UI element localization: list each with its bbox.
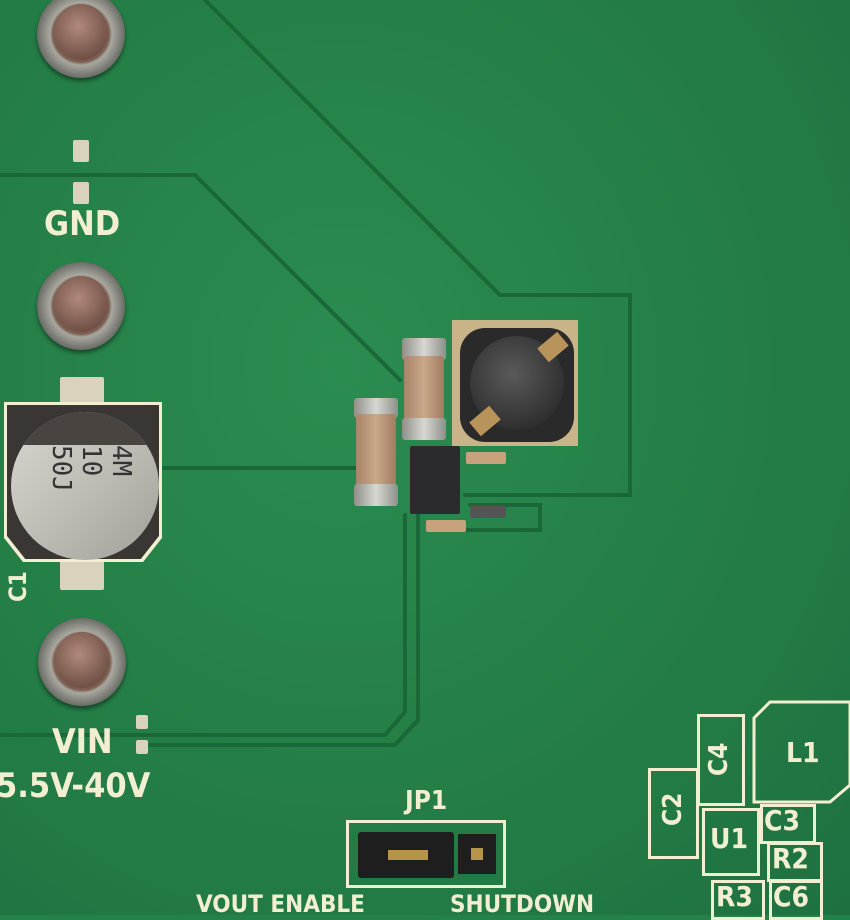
shutdown-label: SHUTDOWN: [450, 890, 595, 918]
r3-label: R3: [716, 880, 753, 913]
vin-terminal: [38, 618, 126, 706]
cap-end: [354, 398, 398, 418]
test-pad: [73, 140, 89, 162]
gnd-label: GND: [44, 204, 121, 244]
ceramic-capacitor: [356, 414, 396, 488]
c3-label: C3: [764, 804, 801, 837]
cap-end: [354, 484, 398, 506]
ceramic-capacitor: [404, 356, 444, 422]
jp1-jumper-header[interactable]: [358, 832, 454, 878]
jp1-label: JP1: [405, 786, 448, 816]
c2-outline: [648, 768, 699, 859]
vin-range-label: 5.5V-40V: [0, 766, 151, 806]
jp1-pin: [458, 834, 496, 874]
terminal-post-top: [37, 0, 125, 78]
c1-capacitor: 4M 10 50J: [4, 402, 162, 562]
cap-end: [402, 418, 446, 440]
jp1-outline: [346, 820, 506, 888]
c4-label: C4: [704, 742, 734, 776]
test-pad: [136, 715, 148, 729]
vout-enable-label: VOUT ENABLE: [196, 890, 365, 918]
test-pad: [136, 740, 148, 754]
u1-label: U1: [710, 822, 748, 855]
test-pad: [73, 182, 89, 204]
regulator-ic: [410, 446, 460, 514]
c2-label: C2: [658, 792, 688, 826]
c1-pad-bottom: [60, 560, 104, 590]
resistor: [470, 506, 506, 518]
gnd-terminal: [37, 262, 125, 350]
inductor: [452, 320, 578, 446]
resistor: [426, 520, 466, 532]
c4-outline: [697, 714, 745, 806]
u1-outline: [702, 808, 760, 876]
vin-label: VIN: [52, 722, 113, 762]
r2-label: R2: [772, 842, 809, 875]
l1-label: L1: [786, 736, 820, 769]
cap-end: [402, 338, 446, 360]
resistor: [466, 452, 506, 464]
c6-label: C6: [773, 880, 810, 913]
